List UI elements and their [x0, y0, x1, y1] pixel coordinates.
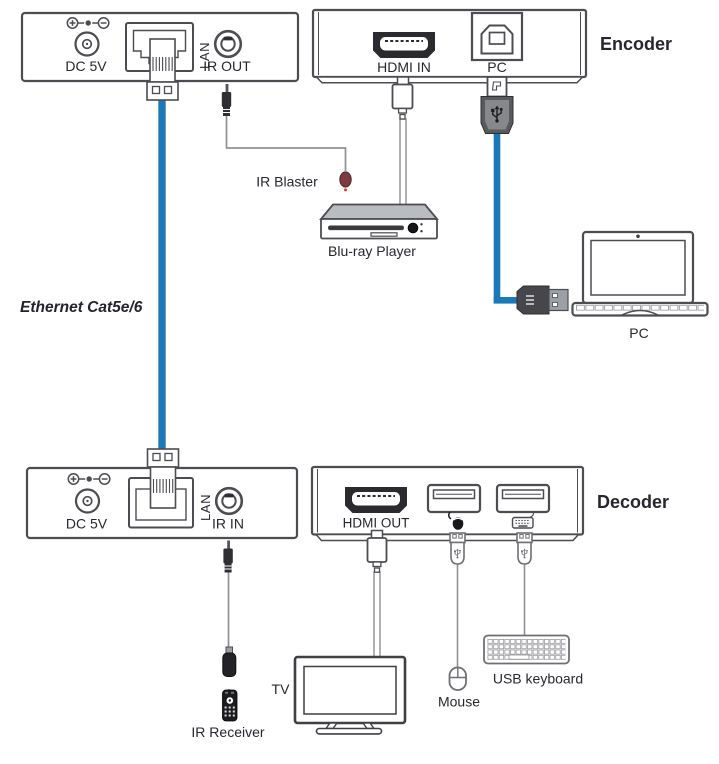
tv-label: TV: [272, 681, 291, 697]
decoder-ir-in-label: IR IN: [212, 516, 244, 532]
polarity-icon: [67, 473, 111, 485]
rj45-plug-top: [146, 38, 179, 101]
bluray-player-icon: [319, 203, 439, 240]
usb-a-port-keyboard: [495, 483, 551, 514]
usb-plug-mouse: [449, 532, 466, 565]
hdmi-out-plug: [366, 529, 388, 573]
ir-out-plug: [221, 84, 232, 116]
encoder-pc-port-label: PC: [487, 59, 506, 75]
decoder-lan-label: LAN: [198, 494, 213, 521]
decoder-front-panel: HDMI OUT: [310, 465, 585, 542]
encoder-title: Encoder: [600, 34, 672, 54]
ir-out-jack-icon: [213, 29, 243, 59]
ir-receiver-icon: [219, 646, 239, 693]
laptop-icon: [571, 230, 709, 317]
hdmi-out-cable: [373, 571, 381, 661]
encoder-hdmi-in-label: HDMI IN: [377, 59, 431, 75]
hdmi-out-port-icon: [345, 487, 407, 513]
hdmi-in-port-icon: [373, 32, 435, 58]
ir-in-plug: [223, 540, 233, 573]
bluray-player-label: Blu-ray Player: [328, 243, 416, 259]
ir-receiver-label: IR Receiver: [191, 724, 264, 740]
decoder-rear-panel: DC 5V LAN IR IN: [25, 448, 299, 540]
usb-a-plug: [516, 285, 569, 315]
mouse-device-icon: [448, 666, 467, 691]
polarity-icon: [66, 17, 110, 29]
encoder-dc-label: DC 5V: [65, 58, 107, 74]
rj45-plug-bottom: [146, 448, 180, 509]
keyboard-device-icon: [483, 634, 570, 665]
encoder-rear-panel: DC 5V LAN IR OUT: [20, 11, 300, 101]
encoder-front-panel: HDMI IN PC: [311, 8, 588, 84]
usb-keyboard-label: USB keyboard: [493, 671, 583, 687]
ir-out-cable: [225, 116, 347, 171]
hdmi-in-cable: [399, 118, 407, 214]
ir-blaster-icon: [336, 171, 355, 202]
ethernet-cable: [158, 99, 166, 450]
dc-jack-icon: [74, 31, 100, 57]
encoder-ir-out-label: IR OUT: [203, 58, 251, 74]
ir-in-jack-icon: [214, 486, 244, 516]
usb-pc-cable: [493, 133, 518, 304]
hdmi-in-plug: [391, 76, 414, 120]
encoder-lan-label: LAN: [197, 42, 212, 69]
decoder-title: Decoder: [597, 492, 669, 512]
usb-b-port-icon: [470, 11, 524, 62]
keyboard-icon: [511, 511, 535, 529]
mouse-label: Mouse: [438, 694, 480, 710]
usb-plug-keyboard: [516, 532, 533, 565]
usb-b-plug: [480, 76, 514, 134]
ir-blaster-label: IR Blaster: [256, 174, 318, 190]
usb-a-port-mouse: [426, 483, 482, 514]
tv-icon: [293, 655, 407, 735]
mouse-icon: [448, 511, 464, 530]
remote-icon: [222, 689, 238, 722]
ethernet-label: Ethernet Cat5e/6: [20, 299, 143, 316]
decoder-dc-label: DC 5V: [66, 516, 108, 532]
decoder-hdmi-out-label: HDMI OUT: [343, 516, 410, 531]
pc-label: PC: [629, 325, 648, 341]
dc-jack-icon: [74, 488, 101, 514]
